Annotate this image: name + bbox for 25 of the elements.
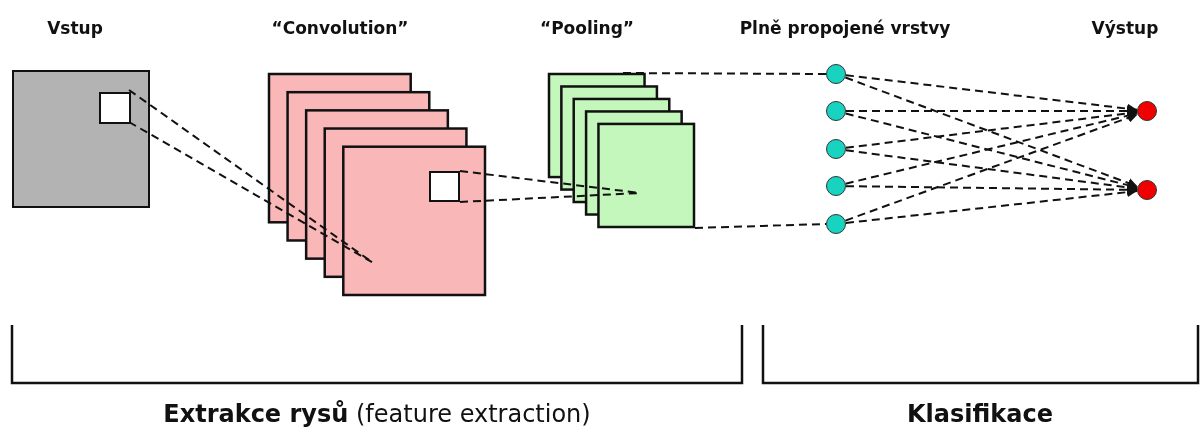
output-neuron [1137,180,1157,200]
connector-line [844,187,1139,224]
section-caption: Extrakce rysů (feature extraction) [163,400,591,428]
filter-window [99,92,131,124]
column-heading: “Convolution” [271,18,409,38]
pooled-map-stack [548,73,695,228]
connector-line [844,113,1139,222]
neuron [826,64,846,84]
column-heading: Výstup [1091,18,1159,38]
feature-map-stack [268,73,486,296]
connector-line [694,223,827,229]
connector-line [128,121,373,264]
column-heading: “Pooling” [539,18,635,38]
neuron [826,101,846,121]
column-heading: Vstup [47,18,103,38]
column-heading: Plně propojené vrstvy [739,18,951,38]
connector-line [621,72,827,75]
output-neuron [1137,101,1157,121]
section-caption: Klasifikace [907,400,1053,428]
input-image [12,70,150,208]
neuron [826,176,846,196]
connector-line [844,76,1139,188]
pooling-window [429,171,460,202]
neuron [826,214,846,234]
neuron [826,139,846,159]
